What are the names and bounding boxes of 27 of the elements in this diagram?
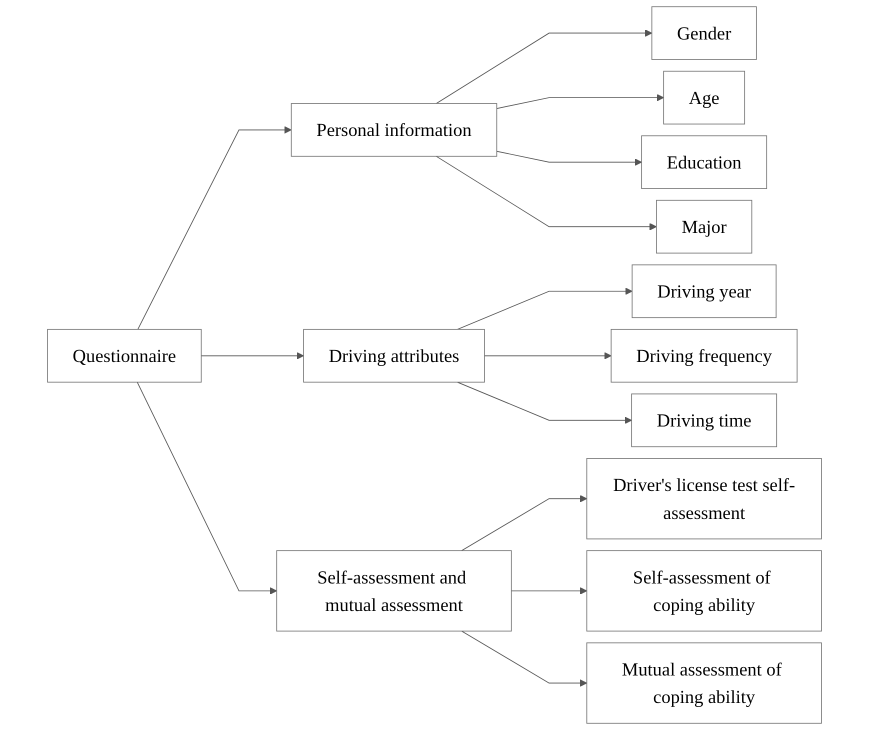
node-box: Driving year (632, 264, 777, 318)
node-box: Age (663, 70, 746, 124)
node-box: Gender (651, 6, 757, 60)
arrow (461, 495, 588, 552)
arrow (461, 630, 588, 687)
arrow (510, 587, 588, 595)
node-box: Education (641, 135, 768, 189)
node-box: Driving frequency (610, 328, 798, 383)
arrow (137, 126, 292, 330)
node-box: Driving attributes (303, 328, 485, 383)
arrow (457, 382, 632, 424)
arrow (436, 156, 657, 230)
node-box: Self-assessment of coping ability (586, 550, 822, 632)
node-box: Personal information (290, 103, 498, 157)
arrow (136, 382, 278, 595)
node-box: Questionnaire (47, 328, 202, 383)
node-box: Driver's license test self-assessment (586, 458, 822, 540)
arrow (496, 94, 664, 109)
arrow (484, 352, 612, 360)
arrow (436, 29, 652, 104)
arrow (457, 288, 632, 330)
node-box: Driving time (631, 394, 778, 448)
node-box: Mutual assessment of coping ability (586, 642, 822, 724)
node-box: Major (656, 200, 752, 254)
node-box: Self-assessment and mutual assessment (276, 550, 512, 632)
arrow (200, 352, 304, 360)
arrow (496, 150, 642, 166)
